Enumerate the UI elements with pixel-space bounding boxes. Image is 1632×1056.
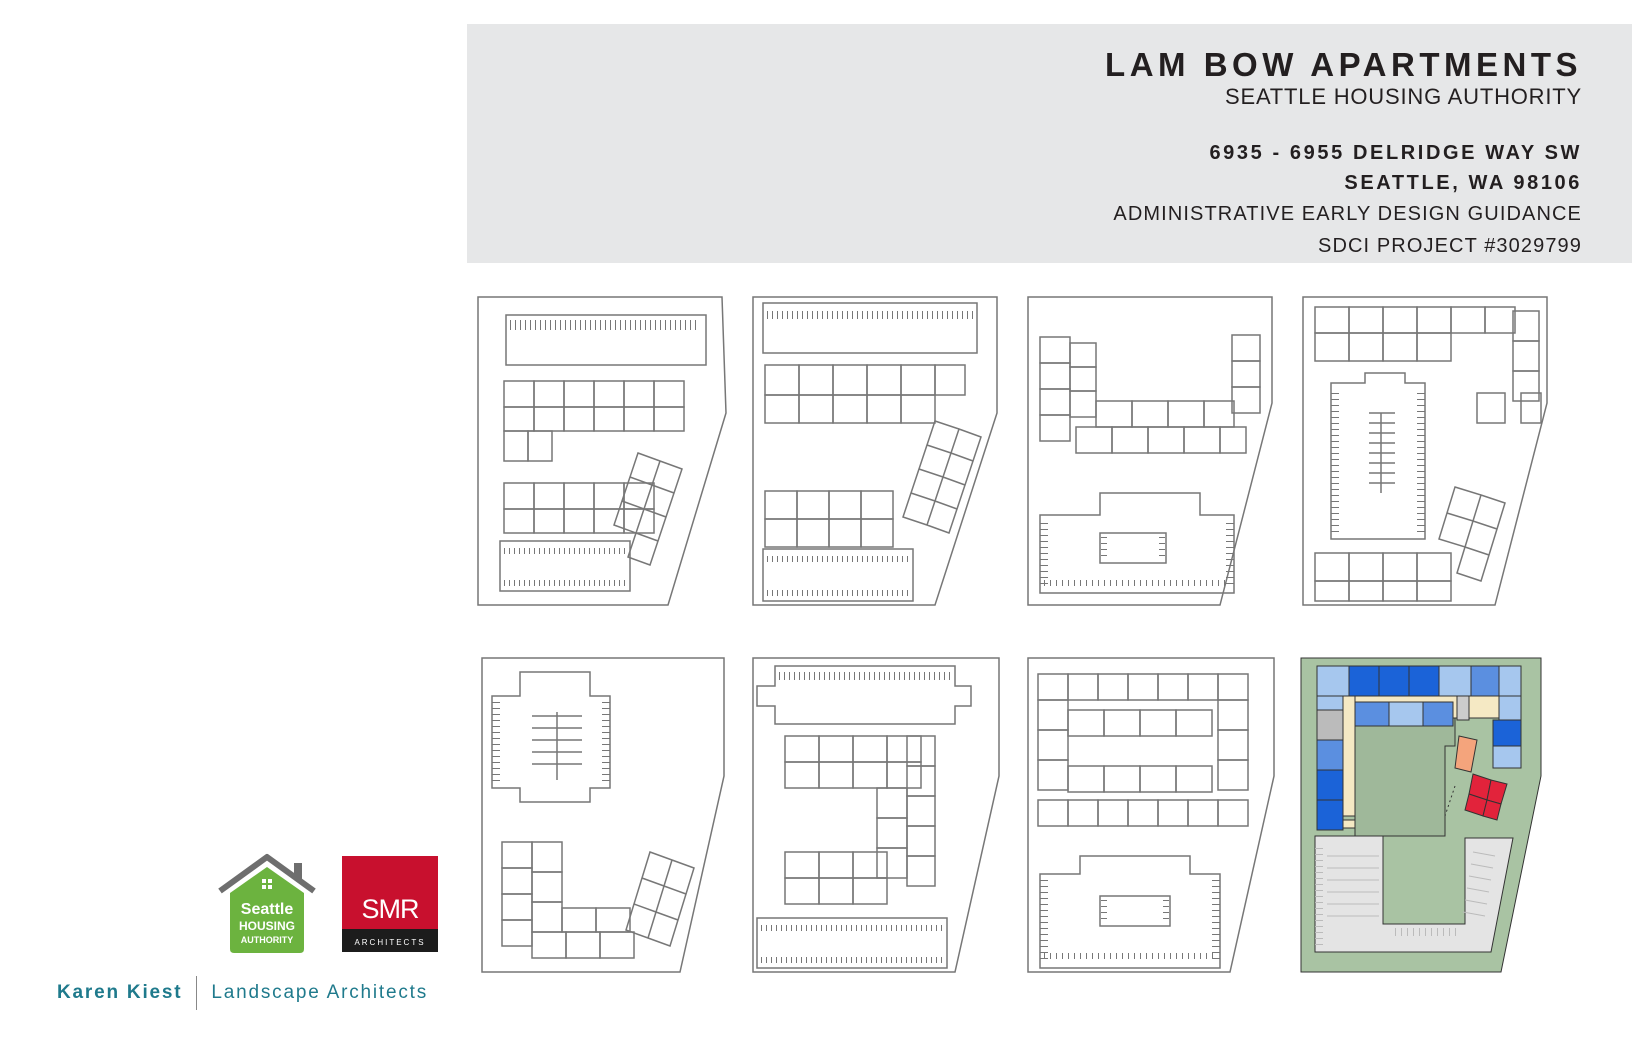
smr-logo-sub: ARCHITECTS <box>354 938 426 947</box>
site-plan-option-6 <box>745 656 1005 996</box>
site-plan-option-4 <box>1295 293 1555 633</box>
smr-logo-bar <box>342 929 438 952</box>
site-plan-option-5 <box>470 656 730 996</box>
site-plan-option-2 <box>745 293 1005 633</box>
project-title: LAM BOW APARTMENTS <box>1105 46 1582 83</box>
kk-logo-sub: Landscape Architects <box>211 982 429 1003</box>
header-text: LAM BOW APARTMENTS SEATTLE HOUSING AUTHO… <box>1105 46 1582 262</box>
guidance-label: ADMINISTRATIVE EARLY DESIGN GUIDANCE <box>1113 203 1582 225</box>
kk-logo-divider <box>196 976 198 1010</box>
kk-logo-name: Karen Kiest <box>57 982 183 1003</box>
sha-logo-line3: AUTHORITY <box>241 935 294 945</box>
address-line-2: SEATTLE, WA 98106 <box>1344 172 1582 194</box>
karen-kiest-logo: Karen Kiest Landscape Architects <box>57 976 428 1010</box>
address-line-1: 6935 - 6955 DELRIDGE WAY SW <box>1209 142 1582 164</box>
site-plan-option-8-preferred <box>1295 656 1555 996</box>
smr-architects-logo: SMR ARCHITECTS <box>342 856 438 952</box>
project-subtitle: SEATTLE HOUSING AUTHORITY <box>1225 84 1582 109</box>
site-plan-option-3 <box>1020 293 1280 633</box>
header-band: LAM BOW APARTMENTS SEATTLE HOUSING AUTHO… <box>467 24 1632 263</box>
site-plan-option-1 <box>470 293 730 633</box>
site-plan-option-7 <box>1020 656 1280 996</box>
sha-logo-line2: HOUSING <box>239 919 295 933</box>
project-number: SDCI PROJECT #3029799 <box>1318 235 1582 257</box>
smr-logo-name: SMR <box>361 894 420 924</box>
sha-logo-line1: Seattle <box>241 901 294 918</box>
seattle-housing-authority-logo: Seattle HOUSING AUTHORITY <box>212 853 322 955</box>
